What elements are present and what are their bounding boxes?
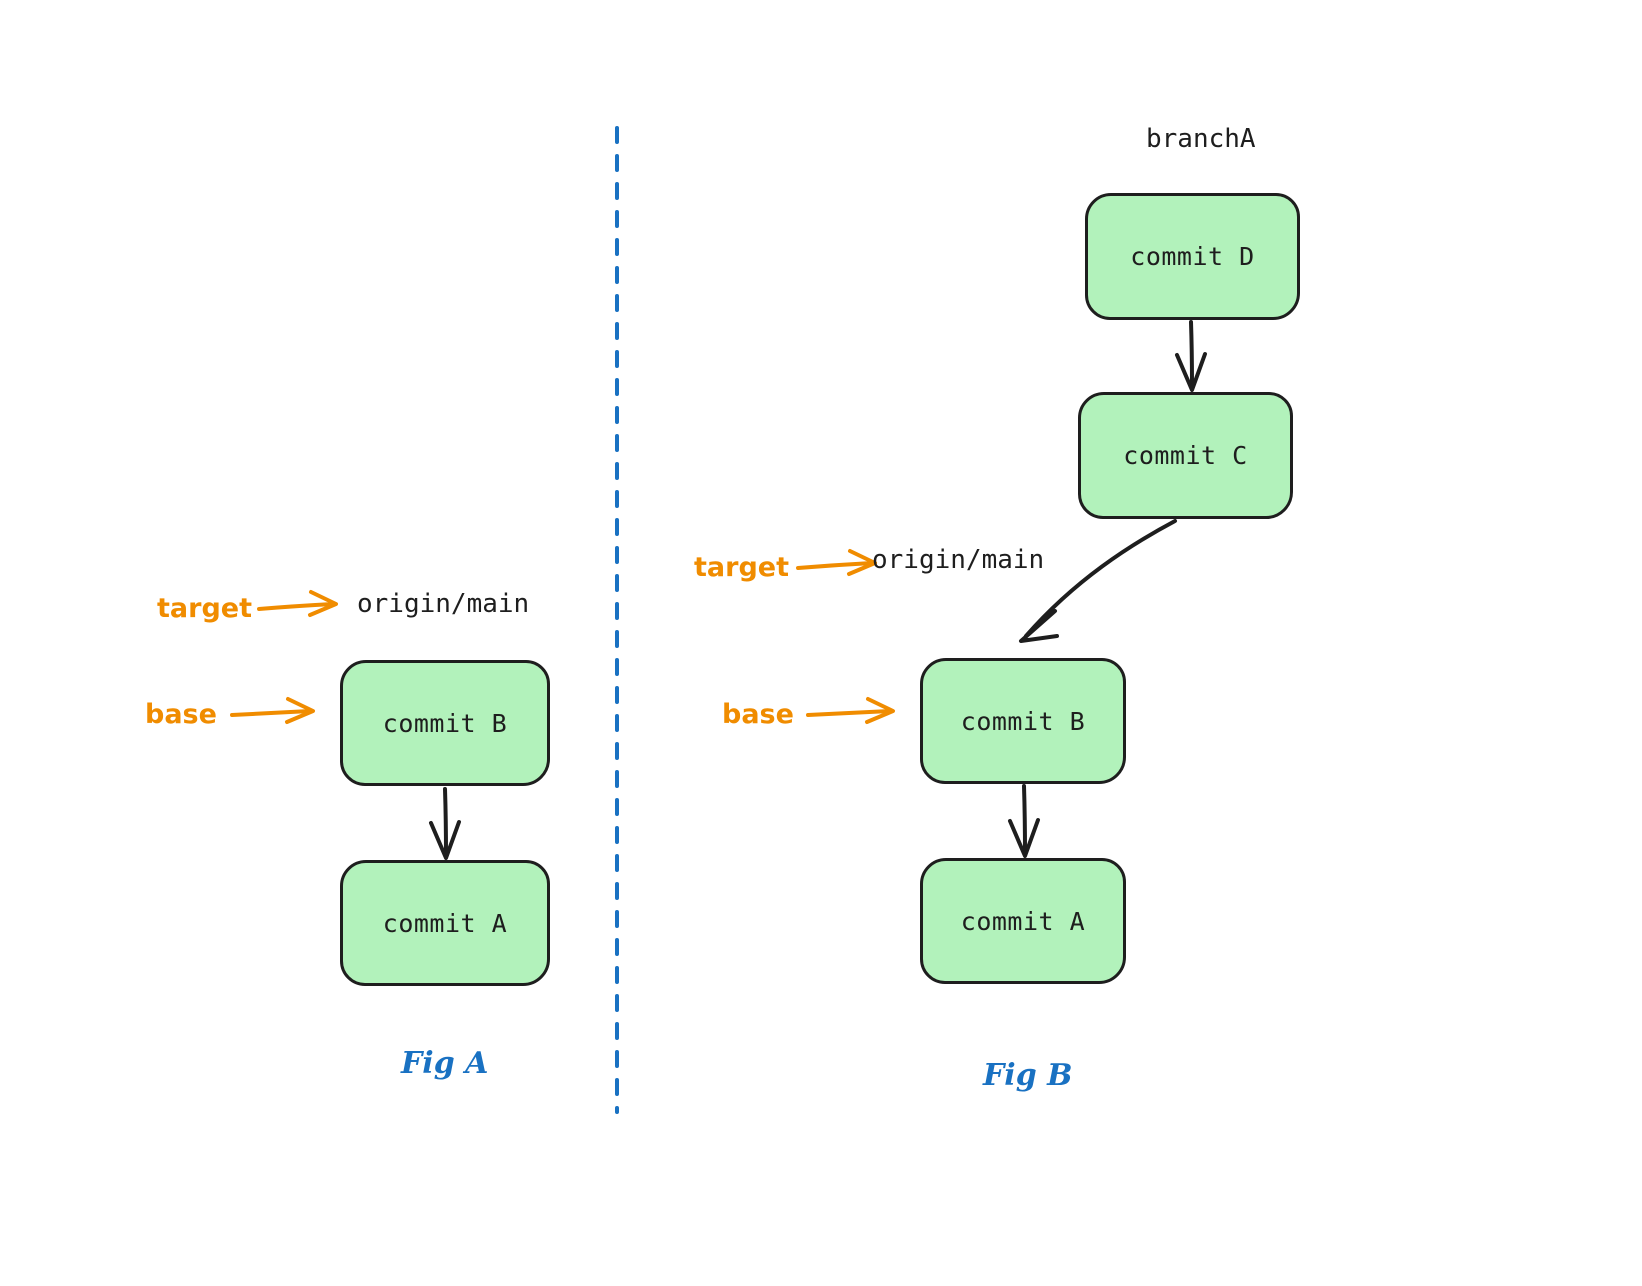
anno-label-base-fig-b: base xyxy=(722,699,794,730)
commit-node-label: commit C xyxy=(1123,441,1248,470)
anno-label-base-fig-a: base xyxy=(145,699,217,730)
branch-label-brancha-fig-b: branchA xyxy=(1146,124,1256,154)
edge-commitD-to-commitC-fig-b xyxy=(1175,320,1207,392)
commit-node-label: commit B xyxy=(960,706,1086,736)
branch-label-origin-main-fig-b: origin/main xyxy=(872,545,1045,575)
commit-node-commit-b-fig-b[interactable]: commit B xyxy=(920,658,1126,784)
edge-commitB-to-commitA-fig-b xyxy=(1008,784,1040,858)
figure-caption-fig-a: Fig A xyxy=(401,1046,489,1081)
base-annotation-arrow-fig-a xyxy=(230,697,315,724)
commit-node-label: commit A xyxy=(960,906,1086,936)
target-annotation-arrow-fig-b xyxy=(796,549,877,576)
anno-label-target-fig-a: target xyxy=(157,593,252,624)
commit-node-commit-b-fig-a[interactable]: commit B xyxy=(340,660,550,786)
commit-node-commit-a-fig-b[interactable]: commit A xyxy=(920,858,1126,984)
commit-node-label: commit B xyxy=(382,708,508,738)
edge-commitC-to-commitB-fig-b xyxy=(1019,519,1177,643)
anno-label-target-fig-b: target xyxy=(694,552,789,583)
commit-node-commit-c-fig-b[interactable]: commit C xyxy=(1078,392,1293,519)
commit-node-commit-a-fig-a[interactable]: commit A xyxy=(340,860,550,986)
commit-node-commit-d-fig-b[interactable]: commit D xyxy=(1085,193,1300,320)
figure-caption-fig-b: Fig B xyxy=(983,1058,1073,1093)
base-annotation-arrow-fig-b xyxy=(806,697,895,724)
edge-commitB-to-commitA-fig-a xyxy=(429,787,461,860)
target-annotation-arrow-fig-a xyxy=(257,590,338,617)
commit-node-label: commit D xyxy=(1130,242,1255,271)
branch-label-origin-main-fig-a: origin/main xyxy=(357,589,530,619)
commit-node-label: commit A xyxy=(382,908,508,938)
